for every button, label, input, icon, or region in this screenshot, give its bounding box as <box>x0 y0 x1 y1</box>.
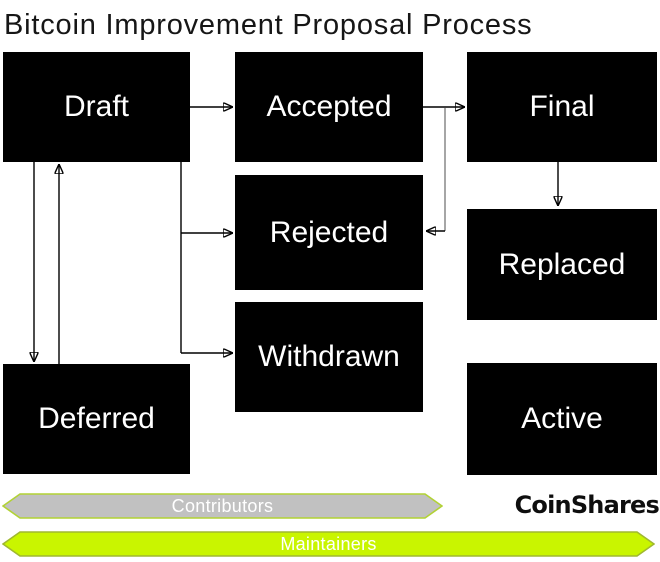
node-final-label: Final <box>529 90 595 123</box>
node-withdrawn: Withdrawn <box>235 302 423 412</box>
page-title: Bitcoin Improvement Proposal Process <box>4 9 533 41</box>
node-deferred-label: Deferred <box>38 402 155 435</box>
node-draft-label: Draft <box>63 90 129 123</box>
node-active-label: Active <box>521 402 603 435</box>
node-accepted: Accepted <box>235 52 423 162</box>
node-final: Final <box>467 52 657 162</box>
coinshares-logo: CoinShares <box>514 491 660 519</box>
contributors-band: Contributors <box>2 493 443 519</box>
maintainers-band-label: Maintainers <box>280 533 377 554</box>
node-replaced-label: Replaced <box>498 247 626 281</box>
node-active: Active <box>467 363 657 475</box>
node-replaced: Replaced <box>467 209 657 320</box>
contributors-band-label: Contributors <box>171 495 274 516</box>
contributors-band-shape <box>2 493 443 519</box>
maintainers-band: Maintainers <box>2 531 655 557</box>
node-deferred: Deferred <box>3 364 190 474</box>
node-draft: Draft <box>3 52 190 162</box>
node-withdrawn-label: Withdrawn <box>258 340 400 373</box>
node-rejected-label: Rejected <box>269 215 389 249</box>
node-accepted-label: Accepted <box>266 90 392 123</box>
node-rejected: Rejected <box>235 175 423 290</box>
maintainers-band-shape <box>2 531 655 557</box>
